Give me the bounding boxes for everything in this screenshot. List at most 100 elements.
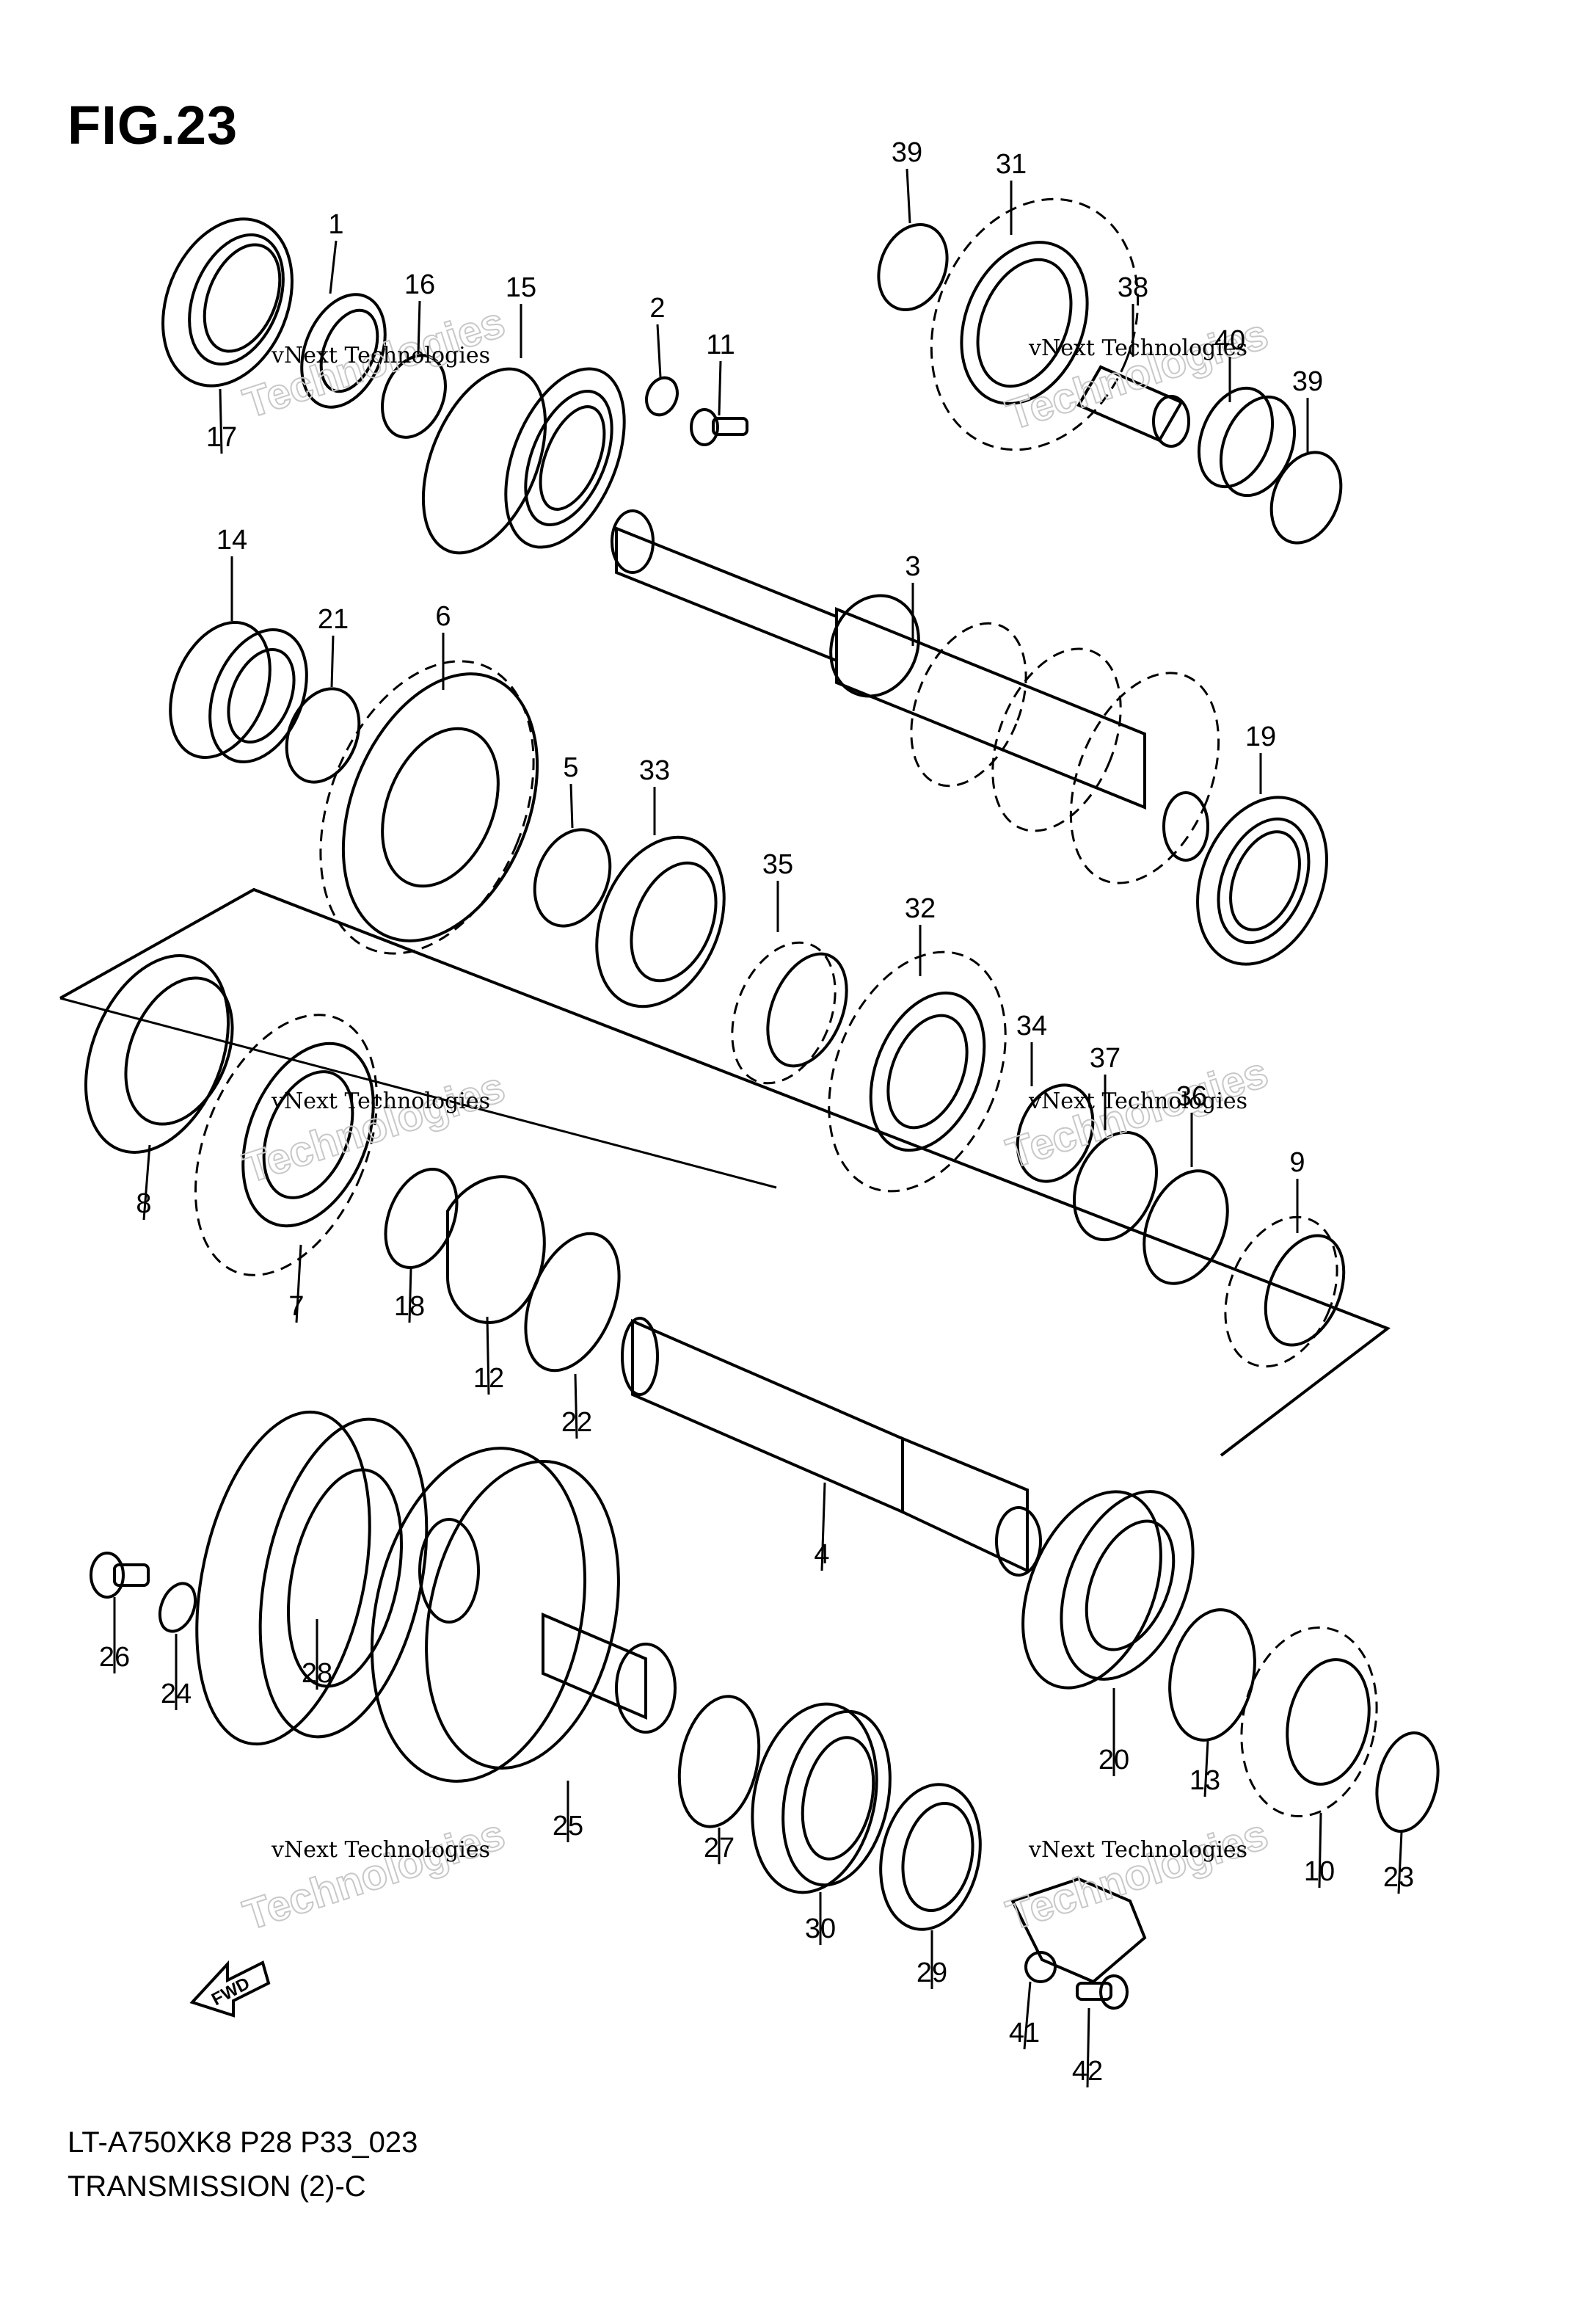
leader-line-13 xyxy=(1203,1740,1209,1797)
part-2-washer xyxy=(645,376,679,417)
callout-label-37: 37 xyxy=(1090,1043,1121,1074)
leader-line-4 xyxy=(820,1482,826,1571)
svg-text:vNext Technologies: vNext Technologies xyxy=(271,1088,490,1114)
callout-label-17: 17 xyxy=(206,422,237,453)
part-38-bushing xyxy=(1076,365,1190,448)
leader-line-18 xyxy=(408,1268,412,1323)
svg-text:vNext Technologies: vNext Technologies xyxy=(1028,1088,1247,1114)
svg-text:vNext Technologies: vNext Technologies xyxy=(271,1837,490,1863)
leader-line-42 xyxy=(1086,2007,1090,2088)
part-30-bearing xyxy=(751,1702,892,1894)
part-16-circlip xyxy=(381,354,447,439)
fwd-direction-arrow: FWD xyxy=(189,1960,271,2018)
callout-label-36: 36 xyxy=(1176,1081,1207,1112)
part-29-oil-seal xyxy=(879,1783,982,1931)
part-40-needle-bearing xyxy=(1197,386,1297,498)
part-6-gear xyxy=(319,660,539,955)
callout-label-33: 33 xyxy=(639,755,670,786)
leader-line-2 xyxy=(656,324,662,378)
part-4-counter-shaft xyxy=(621,1317,1042,1577)
watermark-4: Technologies vNext Technologies xyxy=(1000,1047,1275,1178)
svg-text:Technologies: Technologies xyxy=(238,1810,511,1939)
callout-label-29: 29 xyxy=(917,1957,947,1988)
watermark-5: Technologies vNext Technologies xyxy=(237,1809,511,1940)
part-33-shift-dog xyxy=(595,835,726,1008)
callout-label-24: 24 xyxy=(161,1679,192,1709)
callout-label-6: 6 xyxy=(435,601,451,632)
callout-label-26: 26 xyxy=(99,1642,130,1673)
part-24-lock-washer xyxy=(158,1582,197,1633)
part-10-gear xyxy=(1240,1626,1378,1818)
part-27-bushing xyxy=(677,1695,761,1828)
part-23-circlip xyxy=(1375,1731,1440,1833)
callout-label-20: 20 xyxy=(1098,1745,1129,1775)
leader-line-17 xyxy=(219,388,223,454)
subassembly-outline-left xyxy=(59,997,777,1189)
leader-line-41 xyxy=(1023,1981,1032,2050)
callout-label-25: 25 xyxy=(553,1811,583,1842)
callout-label-8: 8 xyxy=(136,1188,151,1219)
callout-label-32: 32 xyxy=(905,893,936,924)
footer-code: LT-A750XK8 P28 P33_023 xyxy=(68,2126,418,2159)
callout-label-3: 3 xyxy=(905,551,920,582)
svg-text:vNext Technologies: vNext Technologies xyxy=(1028,1837,1247,1863)
part-26-bolt xyxy=(90,1552,150,1599)
callout-label-27: 27 xyxy=(704,1833,735,1864)
callout-label-39b: 39 xyxy=(1292,366,1323,397)
part-31-gear xyxy=(930,197,1140,451)
callout-label-4: 4 xyxy=(814,1539,829,1570)
part-15-bearing xyxy=(421,367,626,555)
part-25-output-gear xyxy=(370,1447,677,1783)
callout-label-28: 28 xyxy=(302,1658,332,1689)
callout-label-16: 16 xyxy=(404,269,435,300)
callout-label-1: 1 xyxy=(328,209,343,240)
watermark-3: Technologies vNext Technologies xyxy=(237,1062,511,1193)
leader-line-11 xyxy=(718,360,722,416)
callout-label-5: 5 xyxy=(563,752,578,783)
part-3-drive-shaft xyxy=(611,509,1220,884)
callout-label-7: 7 xyxy=(288,1291,304,1322)
leader-line-12 xyxy=(486,1316,490,1395)
callout-label-40: 40 xyxy=(1214,325,1245,356)
footer-caption: TRANSMISSION (2)-C xyxy=(68,2170,366,2203)
leader-line-8 xyxy=(142,1144,151,1221)
part-19-bearing xyxy=(1196,796,1328,966)
callout-label-23: 23 xyxy=(1383,1862,1414,1893)
callout-label-39a: 39 xyxy=(892,137,922,168)
svg-text:vNext Technologies: vNext Technologies xyxy=(1028,335,1247,361)
callout-label-10: 10 xyxy=(1304,1856,1335,1887)
part-39b-washer xyxy=(1269,451,1343,545)
part-1-bearing xyxy=(300,293,387,409)
leader-line-21 xyxy=(330,635,335,688)
callout-label-14: 14 xyxy=(216,525,247,556)
part-7-gear xyxy=(194,1014,379,1276)
callout-label-30: 30 xyxy=(805,1913,836,1944)
leader-line-16 xyxy=(417,300,421,355)
part-11-screw xyxy=(690,408,748,446)
leader-line-23 xyxy=(1397,1831,1403,1894)
callout-label-19: 19 xyxy=(1245,721,1276,752)
part-13-bushing xyxy=(1168,1608,1256,1742)
callout-label-9: 9 xyxy=(1289,1147,1305,1178)
part-17-oil-seal xyxy=(161,217,294,388)
svg-text:Technologies: Technologies xyxy=(238,1063,511,1192)
leader-line-1 xyxy=(329,240,338,294)
callout-label-11: 11 xyxy=(706,330,735,360)
callout-label-13: 13 xyxy=(1189,1765,1220,1796)
callout-label-42: 42 xyxy=(1072,2056,1103,2087)
part-34-bushing xyxy=(1016,1083,1095,1183)
callout-label-12: 12 xyxy=(473,1363,504,1394)
part-42-bolt xyxy=(1076,1974,1129,2010)
part-32-gear xyxy=(828,950,1007,1193)
callout-label-22: 22 xyxy=(561,1407,592,1438)
leader-line-22 xyxy=(574,1373,578,1439)
part-37-lock-washer xyxy=(1073,1130,1158,1242)
callout-label-41: 41 xyxy=(1009,2018,1040,2049)
leader-line-5 xyxy=(569,783,574,829)
part-28-bearing xyxy=(195,1410,429,1746)
part-22-washer xyxy=(524,1232,621,1373)
callout-label-2: 2 xyxy=(649,293,665,324)
callout-label-35: 35 xyxy=(762,849,793,880)
leader-line-10 xyxy=(1318,1812,1322,1889)
callout-label-31: 31 xyxy=(996,149,1027,180)
